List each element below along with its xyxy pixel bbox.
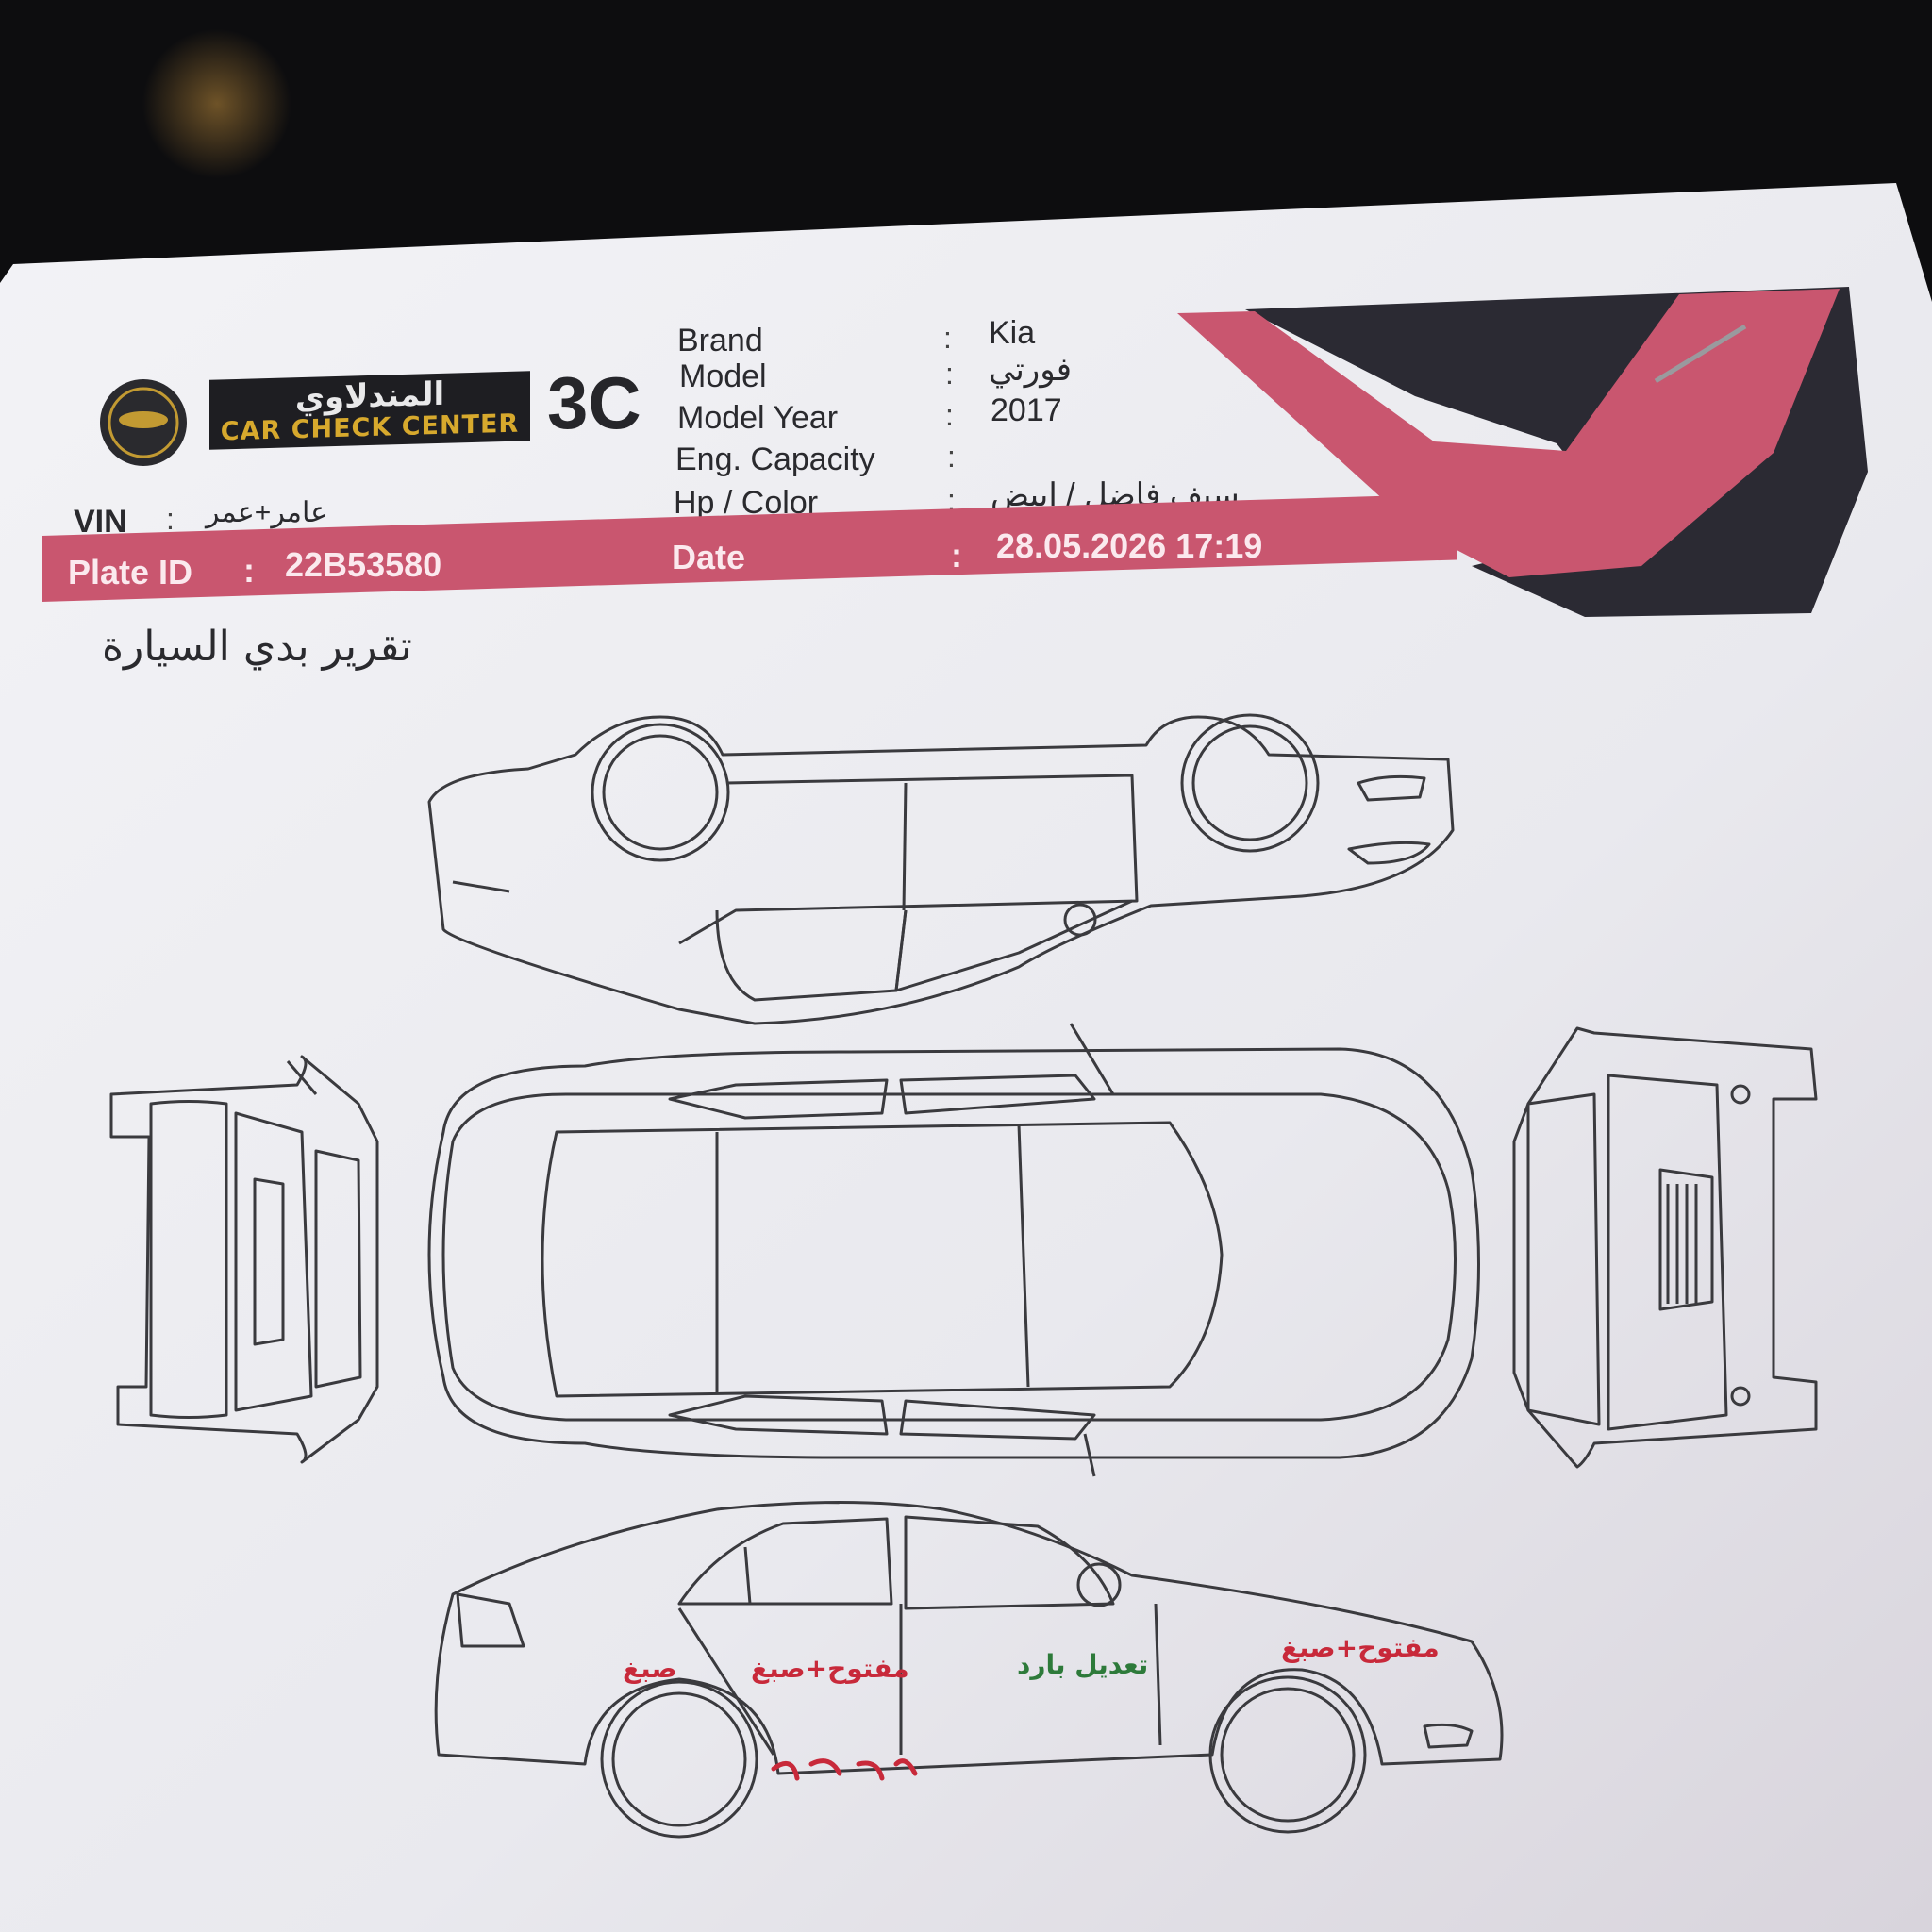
brand-value: Kia <box>989 315 1036 351</box>
car-diagram-front <box>1512 1026 1818 1469</box>
eng-capacity-colon: : <box>947 440 956 474</box>
report-title: تقرير بدي السيارة <box>102 623 412 671</box>
plate-id-value: 22B53580 <box>285 545 442 584</box>
plate-id-colon: : <box>243 551 255 590</box>
header-pink-chevron <box>1177 289 1840 577</box>
company-logo-banner: المندلاوي CAR CHECK CENTER <box>209 371 530 450</box>
date-label: Date <box>672 538 746 576</box>
background-light <box>142 28 292 179</box>
model-label: Model <box>679 358 767 394</box>
model-colon: : <box>945 357 954 391</box>
model-year-colon: : <box>945 398 954 432</box>
center-code: 3C <box>547 361 641 444</box>
plate-id-label: Plate ID <box>68 553 193 591</box>
brand-label: Brand <box>677 323 763 358</box>
car-diagram-left-side <box>427 713 1455 1025</box>
annotation-opened-paint-rear-door: مفتوح+صبغ <box>751 1653 909 1684</box>
model-year-value: 2017 <box>991 392 1062 428</box>
date-colon: : <box>951 536 962 575</box>
model-year-label: Model Year <box>677 400 839 436</box>
annotation-cold-repair: تعديل بارد <box>1017 1649 1149 1680</box>
date-value: 28.05.2026 17:19 <box>996 526 1263 565</box>
annotation-opened-paint-front: مفتوح+صبغ <box>1281 1632 1440 1663</box>
car-diagram-right-side <box>434 1501 1504 1839</box>
car-diagram-top <box>427 1023 1480 1477</box>
annotation-paint-rear: صبغ <box>623 1653 677 1684</box>
handwritten-marks <box>771 1758 918 1781</box>
model-value: فورتي <box>989 352 1073 388</box>
vin-value: عامر+عمر <box>206 497 327 528</box>
eng-capacity-label: Eng. Capacity <box>675 441 875 477</box>
hp-color-colon: : <box>947 483 956 517</box>
car-diagram-rear <box>109 1055 379 1464</box>
brand-colon: : <box>943 321 952 355</box>
vin-colon: : <box>166 502 175 536</box>
